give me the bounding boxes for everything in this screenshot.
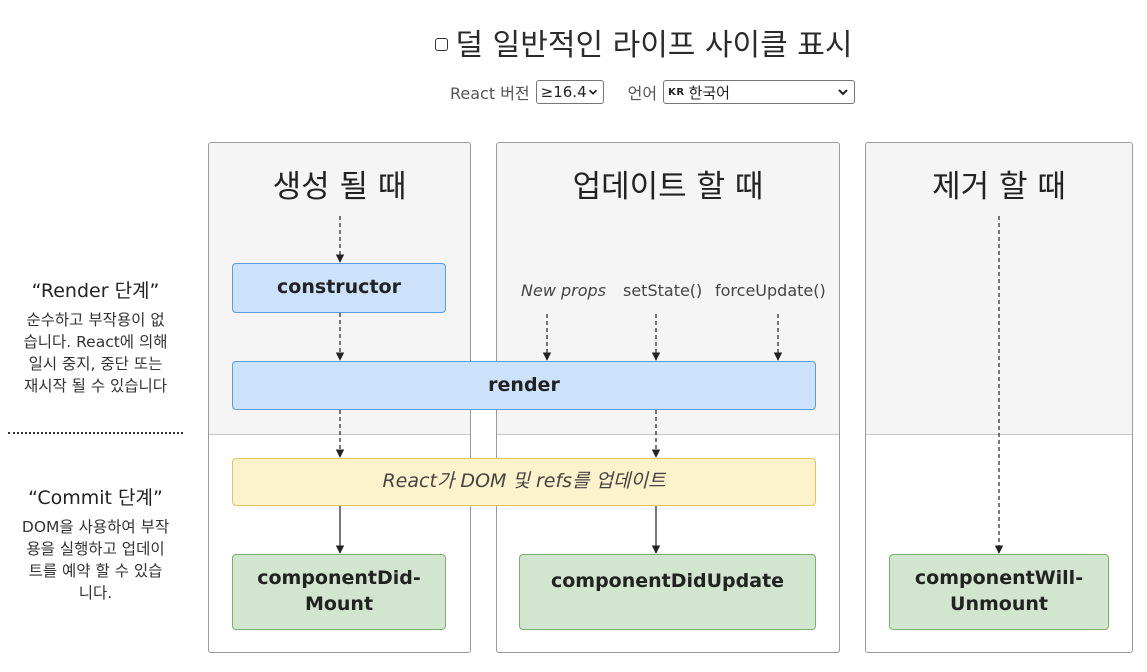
diagram-controls: React 버전 ≥16.4 언어 KR 한국어 (450, 78, 856, 106)
toggle-label[interactable]: 덜 일반적인 라이프 사이클 표시 (455, 28, 853, 63)
will-unmount-label-line: componentWill- (914, 567, 1084, 590)
commit-desc-line: 용을 실행하고 업데이 (26, 540, 165, 558)
constructor-box[interactable]: constructor (232, 263, 446, 313)
language-value: 한국어 (688, 83, 730, 102)
commit-desc-line: 니다. (78, 584, 113, 602)
did-update-label: componentDidUpdate (550, 570, 785, 592)
did-mount-label-line: componentDid- (257, 567, 421, 590)
constructor-label: constructor (277, 276, 401, 299)
language-label: 언어 (627, 84, 658, 103)
component-did-update-box[interactable]: componentDidUpdate (519, 554, 816, 630)
render-phase-title: “Render 단계” (31, 280, 160, 302)
language-flag: KR (668, 86, 685, 98)
commit-phase-description: DOM을 사용하여 부작 용을 실행하고 업데이 트를 예약 할 수 있습 니다… (8, 516, 183, 604)
render-desc-line: 습니다. React에 의해 (23, 333, 168, 351)
will-unmount-label-line: Unmount (950, 593, 1048, 615)
component-will-unmount-box[interactable]: componentWill- Unmount (889, 554, 1109, 630)
unmounting-title: 제거 할 때 (932, 169, 1066, 205)
version-label: React 버전 (450, 84, 530, 103)
set-state-trigger: setState() (623, 281, 703, 300)
force-update-trigger: forceUpdate() (715, 281, 826, 300)
chevron-down-icon (838, 89, 848, 96)
commit-desc-line: DOM을 사용하여 부작 (21, 518, 170, 536)
show-less-common-checkbox[interactable] (434, 37, 448, 51)
render-desc-line: 순수하고 부작용이 없 (26, 311, 165, 329)
render-phase-description: 순수하고 부작용이 없 습니다. React에 의해 일시 중지, 중단 또는 … (8, 309, 183, 397)
dom-update-label: React가 DOM 및 refs를 업데이트 (382, 470, 666, 493)
did-mount-label-line: Mount (304, 593, 374, 615)
render-desc-line: 재시작 될 수 있습니다 (23, 377, 168, 395)
version-select[interactable]: ≥16.4 (535, 80, 604, 104)
language-select[interactable]: KR 한국어 (663, 80, 856, 104)
updating-title: 업데이트 할 때 (572, 169, 764, 205)
lifecycle-toggle-row: 덜 일반적인 라이프 사이클 표시 (0, 18, 1147, 66)
will-unmount-label: componentWill- Unmount (915, 566, 1083, 617)
commit-phase-title: “Commit 단계” (28, 487, 163, 509)
did-mount-label: componentDid- Mount (257, 566, 421, 617)
render-label: render (488, 373, 560, 396)
render-desc-line: 일시 중지, 중단 또는 (28, 355, 163, 373)
new-props-trigger: New props (521, 281, 606, 300)
dom-update-box: React가 DOM 및 refs를 업데이트 (232, 458, 816, 506)
chevron-down-icon (588, 89, 597, 95)
commit-desc-line: 트를 예약 할 수 있습 (28, 562, 163, 580)
language-selected: KR 한국어 (668, 82, 730, 103)
render-box[interactable]: render (232, 361, 816, 410)
version-value: ≥16.4 (540, 83, 587, 101)
component-did-mount-box[interactable]: componentDid- Mount (232, 554, 446, 630)
phase-divider (8, 432, 183, 434)
mounting-title: 생성 될 때 (272, 169, 407, 205)
